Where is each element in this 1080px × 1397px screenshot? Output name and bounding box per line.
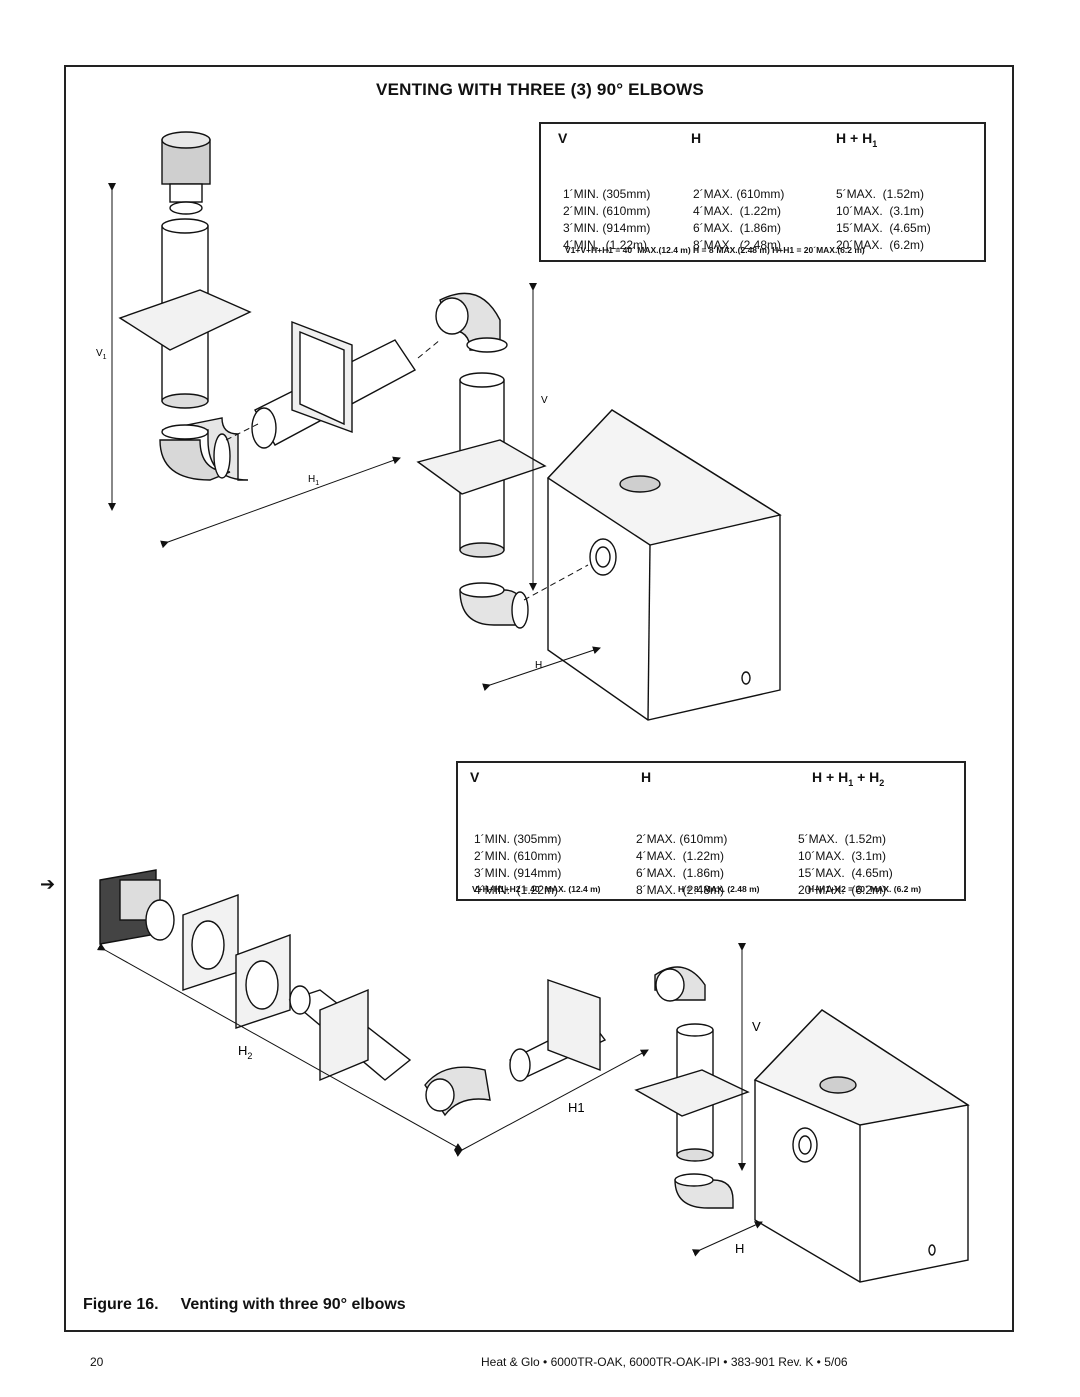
table2-col-hh1h2: 5´MAX. (1.52m)10´MAX. (3.1m)15´MAX. (4.6… — [798, 832, 893, 897]
ceiling-firestop-3 — [634, 1069, 750, 1117]
ceiling-firestop-1 — [118, 289, 252, 351]
elbow-icon — [459, 582, 529, 629]
table2-note-h: H = 8´ MAX. (2.48 m) — [678, 884, 760, 894]
wall-thimble-icon — [182, 894, 239, 991]
termination-cap-icon — [99, 869, 175, 945]
elbow-icon — [674, 1173, 734, 1209]
table1-header-h: H — [691, 130, 702, 146]
vent-table-1: V H H + H1 1´MIN. (305mm)2´MIN. (610mm)3… — [539, 122, 986, 262]
elbow-icon — [654, 966, 706, 1002]
table1-col-v: 1´MIN. (305mm)2´MIN. (610mm)3´MIN. (914m… — [563, 187, 651, 252]
label-v1: V1 — [96, 348, 107, 361]
table2-note-hh: H+H1+H2 = 20´ MAX. (6.2 m) — [808, 884, 922, 894]
label-v-lower: V — [752, 1019, 761, 1034]
table1-note: V1+V+H+H1 = 40´ MAX.(12.4 m) H = 8´MAX.(… — [565, 245, 865, 255]
elbow-icon — [159, 417, 249, 481]
ceiling-firestop-2 — [416, 439, 547, 495]
figure-caption-text: Venting with three 90° elbows — [180, 1296, 406, 1313]
figure-caption: Figure 16. Venting with three 90° elbows — [83, 1296, 406, 1314]
table2-header-h: H — [641, 769, 652, 785]
table2-col-v: 1´MIN. (305mm)2´MIN. (610mm)3´MIN. (914m… — [474, 832, 562, 897]
wall-thimble-icon — [291, 320, 353, 434]
label-h: H — [535, 660, 542, 671]
table2-col-h: 2´MAX. (610mm)4´MAX. (1.22m)6´MAX. (1.86… — [636, 832, 728, 897]
label-v: V — [541, 395, 548, 406]
wall-thimble-icon — [235, 933, 291, 1029]
elbow-icon — [424, 1066, 491, 1117]
page-number: 20 — [90, 1355, 104, 1369]
vent-table-2: V H H + H1 + H2 1´MIN. (305mm)2´MIN. (61… — [456, 761, 966, 901]
table2-header-v: V — [470, 769, 480, 785]
table2-header-hh1h2: H + H1 + H2 — [812, 769, 885, 788]
table1-col-h: 2´MAX. (610mm)4´MAX. (1.22m)6´MAX. (1.86… — [693, 187, 785, 252]
page-title: VENTING WITH THREE (3) 90° ELBOWS — [376, 80, 704, 99]
table2-note-total: V+H+H1+H2 = 40´ MAX. (12.4 m) — [472, 884, 601, 894]
figure-frame — [64, 65, 1014, 1332]
fireplace-icon — [546, 409, 782, 721]
termination-cap-icon — [161, 131, 211, 215]
elbow-icon — [435, 292, 508, 353]
label-h-lower: H — [735, 1241, 744, 1256]
table1-header-hh1: H + H1 — [836, 130, 878, 149]
table1-header-v: V — [558, 130, 568, 146]
change-marker-arrow-icon: ➔ — [40, 874, 56, 895]
table1-col-hh1: 5´MAX. (1.52m)10´MAX. (3.1m)15´MAX. (4.6… — [836, 187, 931, 252]
footer-text: Heat & Glo • 6000TR-OAK, 6000TR-OAK-IPI … — [481, 1355, 848, 1369]
fireplace-icon — [753, 1009, 970, 1283]
label-h1-lower: H1 — [568, 1100, 585, 1115]
label-h2: H2 — [238, 1043, 252, 1061]
figure-number: Figure 16. — [83, 1296, 159, 1313]
label-h1: H1 — [308, 474, 319, 487]
